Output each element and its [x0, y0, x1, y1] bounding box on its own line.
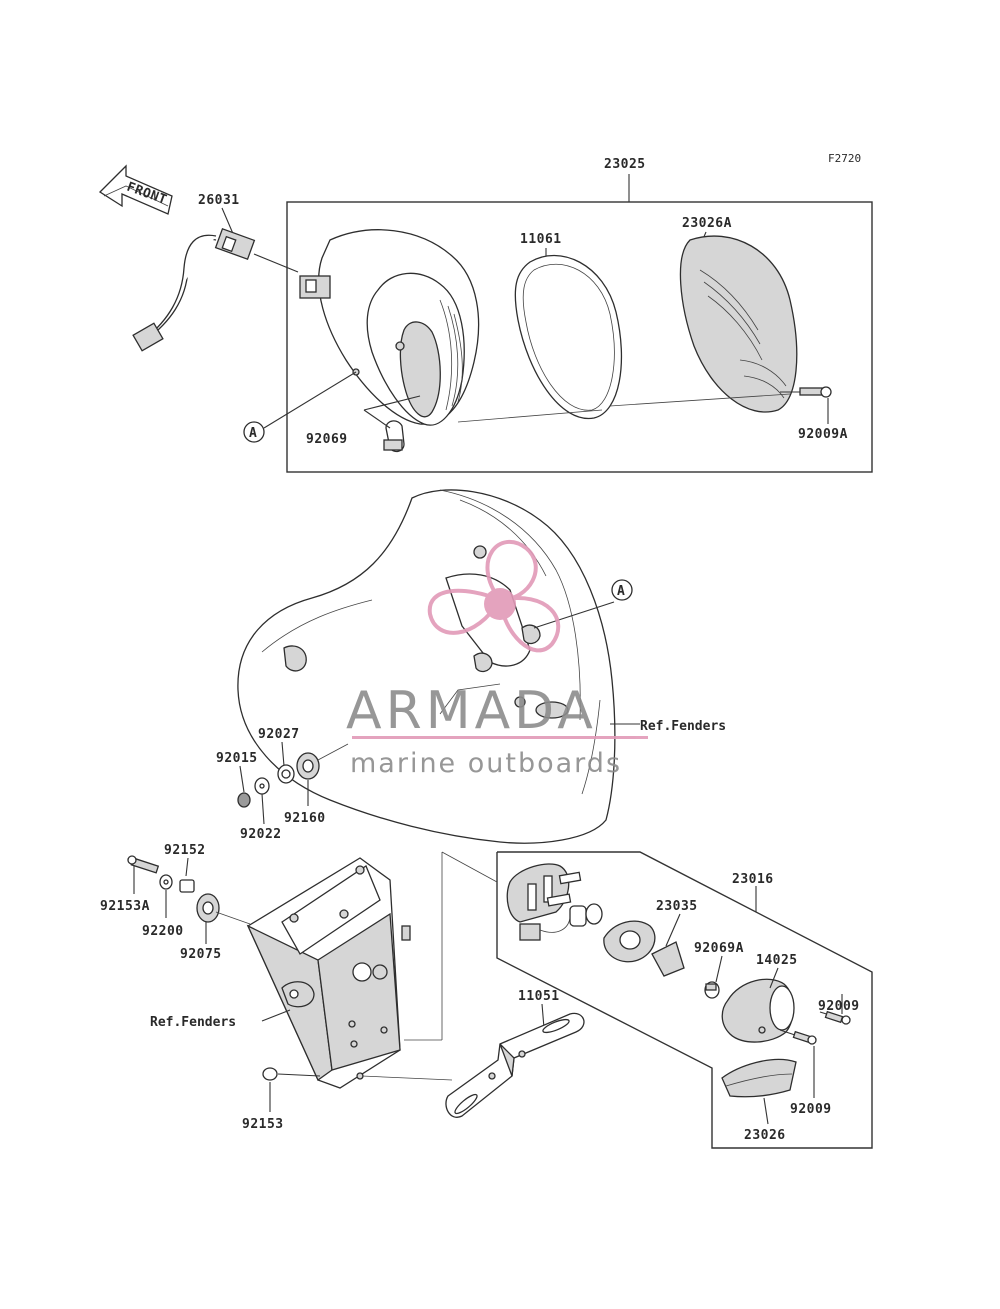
tail-light-assembly-box — [286, 201, 873, 473]
screw-92153[interactable] — [262, 1067, 321, 1081]
ref-fenders-lower[interactable]: Ref.Fenders — [150, 1015, 236, 1030]
label-92009-a[interactable]: 92009 — [818, 999, 860, 1014]
label-11061[interactable]: 11061 — [520, 232, 562, 247]
label-92152[interactable]: 92152 — [164, 843, 206, 858]
ref-fenders-upper[interactable]: Ref.Fenders — [640, 719, 726, 734]
front-arrow-icon: FRONT — [98, 164, 173, 215]
label-92069A[interactable]: 92069A — [694, 941, 744, 956]
label-92015[interactable]: 92015 — [216, 751, 258, 766]
wiring-harness-26031[interactable] — [132, 227, 299, 352]
plate-holder-11051[interactable] — [445, 1012, 585, 1118]
label-92009-b[interactable]: 92009 — [790, 1102, 832, 1117]
bulb-92069A[interactable] — [704, 981, 720, 999]
lens-23026A[interactable] — [679, 235, 798, 413]
label-23026[interactable]: 23026 — [744, 1128, 786, 1143]
license-plate-bracket — [246, 857, 411, 1089]
label-23026A[interactable]: 23026A — [682, 216, 732, 231]
tail-light-housing[interactable] — [299, 229, 480, 426]
screw-92009-a[interactable] — [819, 1010, 851, 1025]
label-23016[interactable]: 23016 — [732, 872, 774, 887]
label-92200[interactable]: 92200 — [142, 924, 184, 939]
svg-text:A: A — [249, 426, 257, 441]
grommet-92075[interactable] — [196, 893, 220, 923]
label-92069[interactable]: 92069 — [306, 432, 348, 447]
license-light-base[interactable] — [506, 863, 582, 941]
collar-92152[interactable] — [179, 879, 195, 893]
figure-number: F2720 — [828, 152, 861, 165]
svg-text:A: A — [617, 584, 625, 599]
armada-watermark: ARMADA marine outboards — [346, 540, 648, 779]
lens-23026[interactable] — [721, 1058, 797, 1098]
rear-fender — [237, 489, 616, 844]
screw-92009-b[interactable] — [779, 1029, 817, 1045]
washer-92022[interactable] — [254, 777, 270, 795]
grommet-92160[interactable] — [296, 752, 320, 780]
ref-marker-a-fender: A — [611, 579, 633, 601]
label-92022[interactable]: 92022 — [240, 827, 282, 842]
lens-cover-14025[interactable] — [721, 978, 795, 1043]
label-23025[interactable]: 23025 — [604, 157, 646, 172]
washer-92200[interactable] — [159, 874, 173, 890]
nut-92015[interactable] — [237, 792, 251, 808]
label-92009A[interactable]: 92009A — [798, 427, 848, 442]
label-23035[interactable]: 23035 — [656, 899, 698, 914]
socket-23035[interactable] — [569, 903, 685, 977]
screw-92009A[interactable] — [780, 386, 832, 398]
label-92160[interactable]: 92160 — [284, 811, 326, 826]
label-11051[interactable]: 11051 — [518, 989, 560, 1004]
license-light-assembly-box — [496, 851, 873, 1149]
bulb-92069[interactable] — [383, 420, 405, 453]
propeller-logo-icon — [427, 540, 561, 653]
label-92153[interactable]: 92153 — [242, 1117, 284, 1132]
collar-92027[interactable] — [277, 764, 295, 784]
watermark-brand: ARMADA — [346, 681, 597, 741]
gasket-11061[interactable] — [514, 254, 623, 420]
label-26031[interactable]: 26031 — [198, 193, 240, 208]
label-14025[interactable]: 14025 — [756, 953, 798, 968]
label-92153A[interactable]: 92153A — [100, 899, 150, 914]
label-92027[interactable]: 92027 — [258, 727, 300, 742]
bolt-92153A[interactable] — [127, 855, 160, 874]
watermark-tagline: marine outboards — [350, 748, 622, 779]
ref-marker-a-top: A — [243, 421, 265, 443]
label-92075[interactable]: 92075 — [180, 947, 222, 962]
